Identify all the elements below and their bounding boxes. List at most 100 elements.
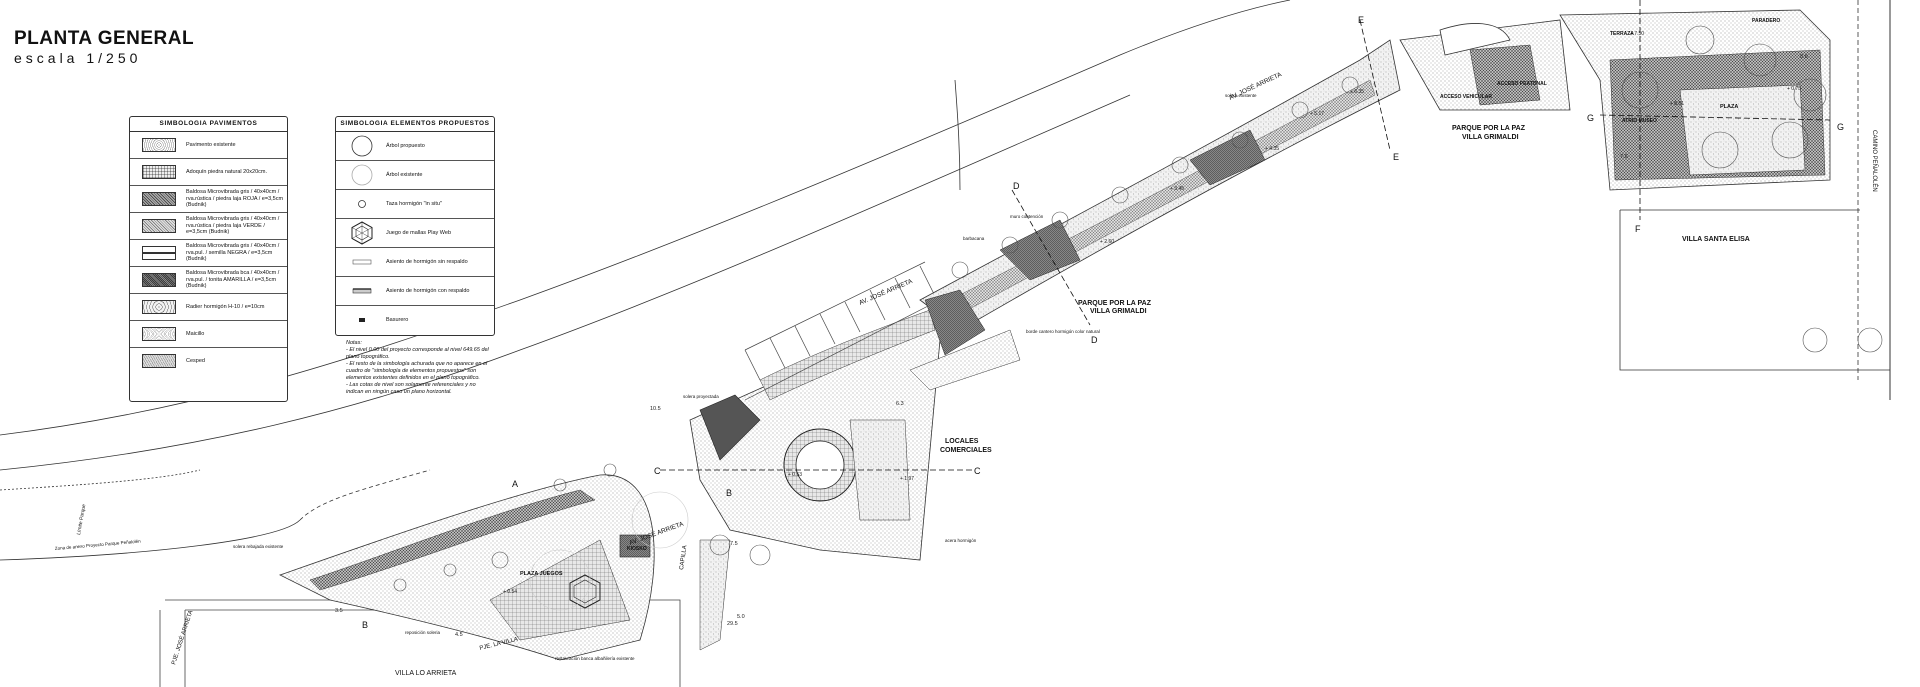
swatch-dots-fine bbox=[142, 327, 176, 341]
swatch-cross-dense bbox=[142, 273, 176, 287]
label-atrio-museo: ATRIO MUSEO bbox=[1622, 118, 1657, 124]
legend-row: Baldosa Microvibrada gris / 40x40cm / rv… bbox=[130, 213, 287, 240]
bench-no-back-icon bbox=[346, 252, 378, 272]
parking-stalls bbox=[744, 261, 936, 401]
access-zone bbox=[1399, 9, 1831, 191]
legend-pavements: SIMBOLOGIA PAVIMENTOS Pavimento existent… bbox=[129, 116, 288, 402]
play-web-icon bbox=[346, 221, 378, 245]
dimension-label: 7.6 bbox=[1620, 154, 1628, 160]
legend-label: Cesped bbox=[186, 357, 205, 364]
legend-label: Asiento de hormigón con respaldo bbox=[386, 287, 470, 294]
label-kiosko: KIOSKO bbox=[627, 546, 647, 552]
level-mark: + 2.60 bbox=[1100, 239, 1114, 245]
legend-label: Pavimento existente bbox=[186, 141, 236, 148]
legend-label: Asiento de hormigón sin respaldo bbox=[386, 258, 468, 265]
label-solera-existente: solera existente bbox=[1225, 93, 1257, 98]
swatch-cross-dark bbox=[142, 192, 176, 206]
dimension-label: 10.5 bbox=[650, 406, 661, 412]
legend-row: Cesped bbox=[130, 348, 287, 374]
label-villa-grimaldi-2: VILLA GRIMALDI bbox=[1462, 134, 1519, 141]
swatch-grass bbox=[142, 354, 176, 368]
dimension-label: 7.5 bbox=[730, 541, 738, 547]
concrete-cup-icon bbox=[346, 194, 378, 214]
legend-row: Adoquín piedra natural 20x20cm. bbox=[130, 159, 287, 186]
plan-notes: Notas: - El nivel 0.00 del proyecto corr… bbox=[346, 340, 494, 396]
legend-label: Baldosa Microvibrada bca / 40x40cm / rva… bbox=[186, 270, 280, 290]
section-mark-a: A bbox=[512, 479, 518, 489]
level-mark: + 7.50 bbox=[1630, 31, 1644, 37]
section-mark-c2: C bbox=[974, 466, 981, 476]
label-comerciales: COMERCIALES bbox=[940, 447, 992, 454]
level-mark: + 0.75 bbox=[1787, 86, 1801, 92]
street-label-pje-jose-arrieta: PJE. JOSÉ ARRIETA bbox=[170, 609, 194, 665]
label-paradero: PARADERO bbox=[1752, 18, 1780, 24]
legend-pavements-heading: SIMBOLOGIA PAVIMENTOS bbox=[130, 117, 287, 132]
section-mark-b: B bbox=[362, 620, 368, 630]
section-lines bbox=[660, 0, 1831, 471]
label-zona-anexo: Zona de anexo Proyecto Parque Peñalolén bbox=[55, 538, 142, 551]
legend-label: Radier hormigón H-10 / e=10cm bbox=[186, 303, 265, 310]
dimension-label: 8.6 bbox=[1800, 54, 1808, 60]
level-mark: + 1.97 bbox=[900, 476, 914, 482]
tree-existing-icon bbox=[346, 164, 378, 186]
label-parque-por-la-paz-2: PARQUE POR LA PAZ bbox=[1452, 125, 1526, 132]
label-capilla: CAPILLA bbox=[679, 545, 688, 570]
section-mark-b2: B bbox=[726, 488, 732, 498]
dimensions: 10.5 6.3 7.5 3.5 4.5 5.0 7.6 8.6 29.5 bbox=[335, 54, 1808, 638]
plan-scale: escala 1/250 bbox=[14, 50, 142, 66]
label-camino-penalolen: CAMINO PEÑALOLÉN bbox=[1871, 130, 1878, 192]
section-mark-f: F bbox=[1635, 224, 1641, 234]
legend-row: Baldosa Microvibrada bca / 40x40cm / rva… bbox=[130, 267, 287, 294]
legend-row: Baldosa Microvibrada gris / 40x40cm / rv… bbox=[130, 186, 287, 213]
section-mark-e: E bbox=[1358, 15, 1364, 25]
notes-line: - El resto de la simbología achurada que… bbox=[346, 361, 488, 381]
legend-row: Asiento de hormigón con respaldo bbox=[336, 277, 494, 306]
label-locales: LOCALES bbox=[945, 438, 979, 445]
level-mark: + 8.51 bbox=[1670, 101, 1684, 107]
legend-row: Basurero bbox=[336, 306, 494, 334]
legend-label: Juego de mallas Play Web bbox=[386, 229, 452, 236]
swatch-dots-light bbox=[142, 138, 176, 152]
label-restauracion-banca: restauración banca albañilería existente bbox=[555, 656, 635, 661]
notes-line: - Las cotas de nivel son solamente refer… bbox=[346, 382, 476, 395]
street-label-av-jose-arrieta-2: AV. JOSÉ ARRIETA bbox=[857, 276, 914, 307]
level-mark: + 5.17 bbox=[1310, 111, 1324, 117]
street-lines bbox=[0, 0, 1891, 561]
swatch-lines bbox=[142, 246, 176, 260]
label-acceso-vehicular: ACCESO VEHICULAR bbox=[1440, 94, 1492, 100]
notes-line: - El nivel 0.00 del proyecto corresponde… bbox=[346, 347, 489, 360]
label-plaza-juegos: PLAZA JUEGOS bbox=[520, 571, 563, 577]
level-marks: + 0.53 + 1.97 + 2.60 + 3.45 + 4.35 + 5.1… bbox=[503, 31, 1801, 595]
walkway-ribbon bbox=[909, 39, 1401, 391]
legend-label: Baldosa Microvibrada gris / 40x40cm / rv… bbox=[186, 243, 280, 263]
legend-label: Taza hormigón "in situ" bbox=[386, 200, 442, 207]
label-limite-parque: Límite Parque bbox=[76, 503, 87, 535]
label-muro-contencion: muro contención bbox=[1010, 214, 1044, 219]
section-mark-c: C bbox=[654, 466, 661, 476]
label-borde-cantero: borde cantero hormigón color natural bbox=[1026, 329, 1100, 334]
legend-label: Baldosa Microvibrada gris / 40x40cm / rv… bbox=[186, 216, 280, 236]
section-mark-g2: G bbox=[1837, 122, 1844, 132]
label-acceso-peatonal: ACCESO PEATONAL bbox=[1497, 81, 1547, 87]
dimension-label: 29.5 bbox=[727, 621, 738, 627]
legend-label: Baldosa Microvibrada gris / 40x40cm / rv… bbox=[186, 189, 284, 209]
level-mark: + 0.54 bbox=[503, 589, 517, 595]
legend-row: Asiento de hormigón sin respaldo bbox=[336, 248, 494, 277]
section-letters: A B B C C D D E E F G G bbox=[362, 15, 1844, 630]
swatch-speckle bbox=[142, 300, 176, 314]
legend-row: Árbol existente bbox=[336, 161, 494, 190]
bench-back-icon bbox=[346, 281, 378, 301]
section-mark-e2: E bbox=[1393, 152, 1399, 162]
swatch-grid-small bbox=[142, 165, 176, 179]
label-solera-proyectada: solera proyectada bbox=[683, 394, 719, 399]
legend-row: Maicillo bbox=[130, 321, 287, 348]
legend-row: Baldosa Microvibrada gris / 40x40cm / rv… bbox=[130, 240, 287, 267]
level-mark: + 6.35 bbox=[1350, 89, 1364, 95]
tree-proposed-icon bbox=[346, 135, 378, 157]
label-reposicion-soleria: reposición soleria bbox=[405, 630, 441, 635]
legend-row: Árbol propuesto bbox=[336, 132, 494, 161]
swatch-cross-mid bbox=[142, 219, 176, 233]
dimension-label: 5.0 bbox=[737, 614, 745, 620]
plaza-juegos-zone bbox=[278, 474, 655, 661]
